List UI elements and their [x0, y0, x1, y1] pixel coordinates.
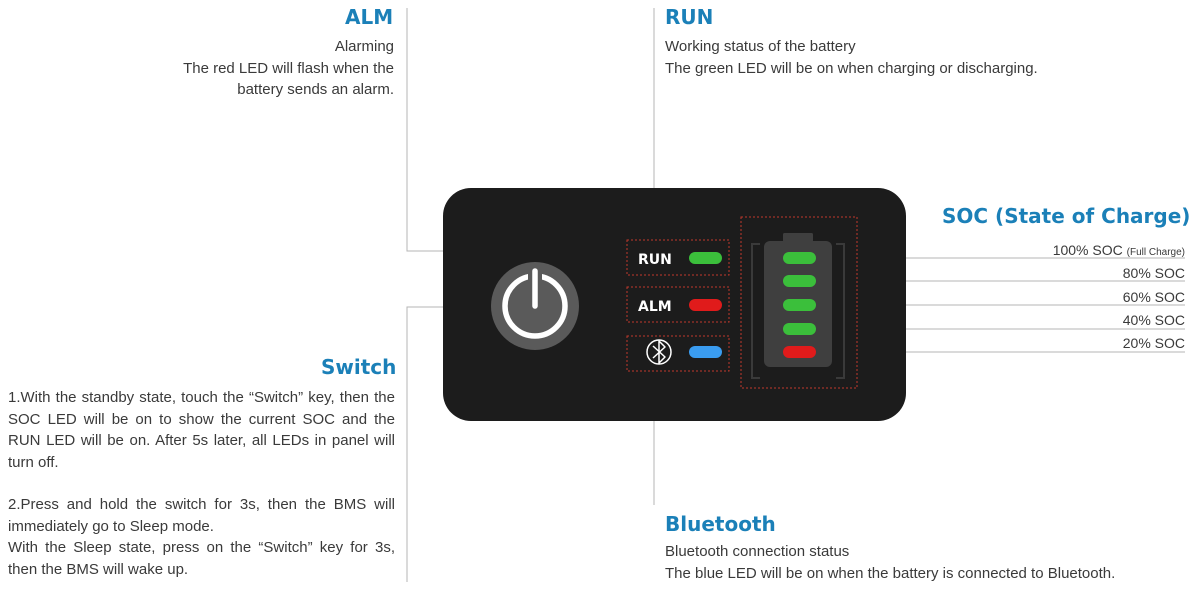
run-description: Working status of the battery The green … [665, 36, 1185, 79]
run-indicator-box [626, 239, 730, 276]
switch-para-3: With the Sleep state, press on the “Swit… [8, 539, 395, 578]
run-desc-line-1: Working status of the battery [665, 38, 856, 55]
soc-label-100: 100% SOC (Full Charge) [1052, 242, 1185, 258]
soc-led-80 [783, 275, 816, 287]
alm-desc-line-1: Alarming [334, 38, 394, 55]
soc-label-80: 80% SOC [1122, 265, 1185, 281]
bluetooth-desc-line-2: The blue LED will be on when the battery… [665, 564, 1116, 582]
run-desc-line-2: The green LED will be on when charging o… [665, 59, 1038, 77]
soc-label-20: 20% SOC [1122, 335, 1185, 351]
bluetooth-icon [646, 339, 672, 365]
alm-description: Alarming The red LED will flash when the… [100, 36, 394, 101]
bluetooth-desc-line-1: Bluetooth connection status [665, 543, 850, 560]
soc-led-60 [783, 299, 816, 311]
power-switch-button[interactable] [491, 262, 579, 350]
switch-para-1: 1.With the standby state, touch the “Swi… [8, 389, 395, 471]
soc-label-100-note: (Full Charge) [1126, 247, 1185, 258]
panel-run-label: RUN [638, 252, 672, 268]
soc-led-20 [783, 346, 816, 358]
run-title: RUN [665, 5, 714, 29]
soc-led-40 [783, 323, 816, 335]
switch-title: Switch [321, 355, 397, 379]
switch-description: 1.With the standby state, touch the “Swi… [8, 387, 395, 580]
soc-title: SOC (State of Charge) [942, 204, 1191, 228]
run-led [689, 252, 722, 264]
soc-label-40: 40% SOC [1122, 312, 1185, 328]
bluetooth-indicator-box [626, 335, 730, 372]
alm-desc-line-3: battery sends an alarm. [237, 81, 394, 98]
bluetooth-led [689, 346, 722, 358]
soc-indicator-box [740, 216, 858, 389]
soc-leds [783, 252, 816, 358]
alm-indicator-box [626, 286, 730, 323]
alm-title: ALM [345, 5, 394, 29]
switch-para-2: 2.Press and hold the switch for 3s, then… [8, 496, 395, 535]
soc-label-60: 60% SOC [1122, 289, 1185, 305]
alm-desc-line-2: The red LED will flash when the [183, 59, 394, 77]
bluetooth-title: Bluetooth [665, 512, 776, 536]
soc-led-100 [783, 252, 816, 264]
bluetooth-description: Bluetooth connection status The blue LED… [665, 541, 1190, 584]
panel-alm-label: ALM [638, 299, 672, 315]
alm-led [689, 299, 722, 311]
